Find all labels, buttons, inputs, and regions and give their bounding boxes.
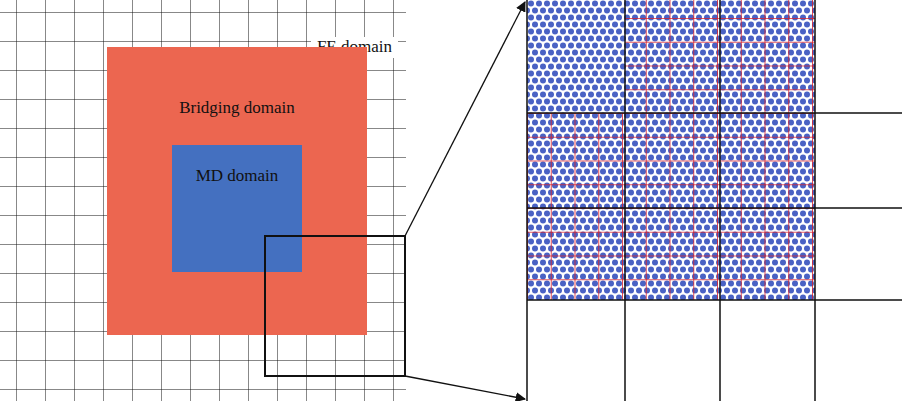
region-label: Bridging domain [179, 99, 295, 118]
zoom-arrow [405, 376, 525, 399]
zoom-box [265, 236, 405, 376]
zoom-arrow [405, 2, 525, 236]
md-domain: MD domain [172, 145, 302, 272]
fe-mesh [0, 0, 406, 401]
region-label: MD domain [196, 167, 279, 186]
zoom-panel [527, 0, 902, 401]
bridging-domain: Bridging domain MD domain [107, 47, 367, 335]
fe-domain: FE domainBridging domainMD domain [0, 0, 406, 401]
